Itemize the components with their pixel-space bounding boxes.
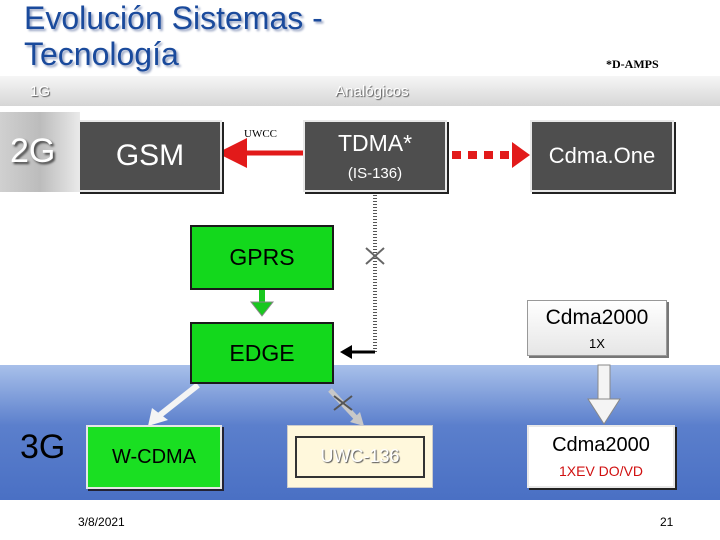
tdma-cdmaone-arrowhead [512, 142, 530, 168]
label-2g: 2G [10, 132, 56, 170]
tdma-subtitle: (IS-136) [347, 165, 403, 182]
node-edge: EDGE [190, 322, 334, 384]
cross-mark-gprs-2 [365, 247, 385, 265]
edge-wcdma-arrow [158, 382, 200, 418]
node-cdma2000-1xev: Cdma2000 1XEV DO/VD [527, 425, 675, 488]
cdma2000-1xev-title: Cdma2000 [552, 434, 650, 456]
node-tdma: TDMA* (IS-136) [303, 120, 447, 192]
band-2g [0, 112, 80, 192]
node-uwc136: UWC-136 [287, 425, 433, 488]
cdma2000-1x-title: Cdma2000 [545, 305, 649, 329]
tdma-edge-arrowhead [340, 345, 352, 359]
label-3g: 3G [20, 428, 66, 466]
node-cdmaone: Cdma.One [530, 120, 674, 192]
edge-wcdma-arrowhead [148, 408, 168, 426]
page-number: 21 [660, 515, 674, 529]
damps-note: *D-AMPS [606, 57, 659, 71]
uwcc-label: UWCC [244, 128, 277, 140]
edge-uwc-arrowhead [350, 412, 364, 426]
cdma2000-1x-subtitle: 1X [589, 335, 605, 351]
gprs-edge-arrowhead [249, 301, 275, 317]
uwc136-label: UWC-136 [295, 435, 425, 478]
cross-mark-uwc-2 [333, 395, 353, 411]
label-analogicos: Analógicos [335, 83, 409, 100]
node-cdma2000-1x: Cdma2000 1X [527, 300, 667, 356]
node-wcdma: W-CDMA [86, 425, 222, 489]
node-gsm: GSM [78, 120, 222, 192]
cdma2000-down-arrowhead [587, 398, 621, 425]
slide-title: Evolución Sistemas - Tecnología [24, 0, 354, 72]
label-1g: 1G [30, 83, 51, 100]
title-line-2: Tecnología [24, 36, 179, 72]
cdma2000-down-shaft [597, 364, 611, 400]
gprs-edge-shaft [259, 290, 265, 304]
title-line-1: Evolución Sistemas - [24, 0, 323, 36]
band-1g [0, 76, 720, 106]
footer-date: 3/8/2021 [78, 515, 125, 529]
tdma-title: TDMA* [337, 130, 413, 156]
cdma2000-1xev-subtitle: 1XEV DO/VD [558, 463, 644, 479]
node-gprs: GPRS [190, 225, 334, 290]
